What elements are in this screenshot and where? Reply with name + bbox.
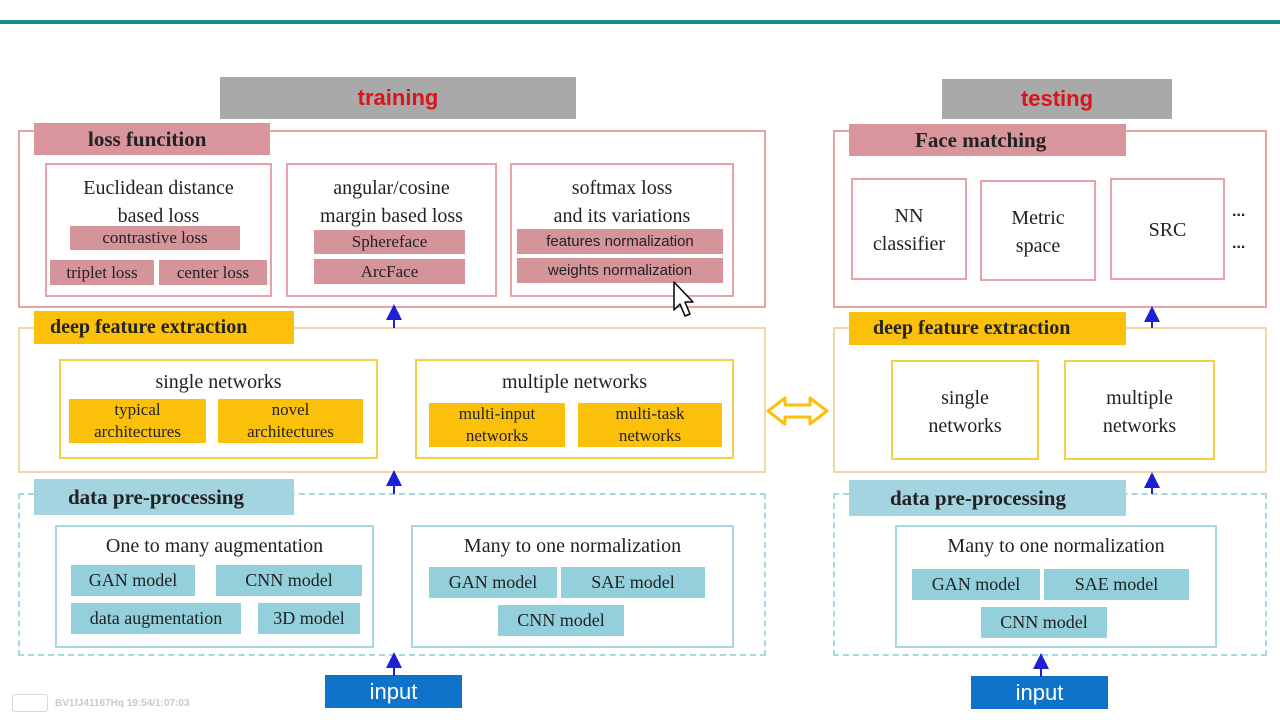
src-box: SRC [1110, 178, 1225, 280]
nn-classifier-line2: classifier [872, 233, 946, 255]
center-loss-chip: center loss [159, 260, 267, 285]
gan-model-chip: GAN model [71, 565, 195, 596]
softmax-loss-label-line2: and its variations [553, 205, 691, 227]
augmentation-label: One to many augmentation [105, 535, 324, 557]
norm-cnn-model-chip: CNN model [498, 605, 624, 636]
testing-header: testing [942, 79, 1172, 119]
angular-loss-label-line2: margin based loss [320, 205, 463, 227]
testing-normalization-label: Many to one normalization [947, 535, 1165, 557]
testing-multiple-line2: networks [1102, 415, 1177, 437]
novel-architectures-line1: novel [271, 400, 310, 419]
face-matching-title: Face matching [849, 124, 1126, 156]
more-methods-ellipsis-1: ... [1232, 203, 1246, 220]
metric-space-line1: Metric [1011, 207, 1065, 229]
features-normalization-chip: features normalization [517, 229, 723, 254]
nn-classifier-box: NN classifier [851, 178, 967, 280]
novel-architectures-chip: novel architectures [218, 399, 363, 443]
typical-architectures-chip: typical architectures [69, 399, 206, 443]
angular-loss-label-line1: angular/cosine [333, 177, 450, 199]
multi-task-line1: multi-task [615, 404, 685, 423]
nn-classifier-line1: NN [894, 205, 924, 227]
testing-single-line2: networks [928, 415, 1002, 437]
testing-preprocessing-title: data pre-processing [849, 480, 1126, 516]
multi-input-line2: networks [465, 426, 529, 445]
multi-task-line2: networks [618, 426, 682, 445]
training-input-box: input [325, 675, 462, 708]
cnn-model-chip: CNN model [216, 565, 362, 596]
multi-input-networks-chip: multi-input networks [429, 403, 565, 447]
double-arrow-shared-features [766, 396, 829, 426]
training-header: training [220, 77, 576, 119]
metric-space-box: Metric space [980, 180, 1096, 281]
single-networks-label: single networks [155, 371, 282, 393]
feature-extraction-title: deep feature extraction [34, 311, 294, 344]
softmax-loss-label-line1: softmax loss [571, 177, 673, 199]
testing-multiple-line1: multiple [1106, 387, 1173, 409]
testing-single-networks-box: single networks [891, 360, 1039, 460]
testing-feature-title: deep feature extraction [849, 312, 1126, 345]
metric-space-line2: space [1015, 235, 1061, 257]
top-accent-line [0, 20, 1280, 24]
multiple-networks-label: multiple networks [502, 371, 647, 393]
src-label: SRC [1148, 219, 1187, 241]
video-watermark: BV1fJ41167Hq 19:54/1:07:03 [55, 698, 190, 709]
contrastive-loss-chip: contrastive loss [70, 226, 240, 250]
testing-single-line1: single [941, 387, 989, 409]
testing-sae-model-chip: SAE model [1044, 569, 1189, 600]
more-methods-ellipsis-2: ... [1232, 235, 1246, 252]
video-logo-icon [12, 694, 48, 712]
norm-gan-model-chip: GAN model [429, 567, 557, 598]
euclidean-loss-label-line2: based loss [117, 205, 200, 227]
normalization-label: Many to one normalization [463, 535, 682, 557]
arcface-chip: ArcFace [314, 259, 465, 284]
data-augmentation-chip: data augmentation [71, 603, 241, 634]
weights-normalization-chip: weights normalization [517, 258, 723, 283]
3d-model-chip: 3D model [258, 603, 360, 634]
typical-architectures-line1: typical [114, 400, 161, 419]
loss-function-title: loss funcition [34, 123, 270, 155]
euclidean-loss-label-line1: Euclidean distance [83, 177, 234, 199]
multi-task-networks-chip: multi-task networks [578, 403, 722, 447]
testing-input-box: input [971, 676, 1108, 709]
typical-architectures-line2: architectures [94, 422, 181, 441]
testing-multiple-networks-box: multiple networks [1064, 360, 1215, 460]
triplet-loss-chip: triplet loss [50, 260, 154, 285]
multi-input-line1: multi-input [458, 404, 536, 423]
norm-sae-model-chip: SAE model [561, 567, 705, 598]
preprocessing-title: data pre-processing [34, 479, 294, 515]
novel-architectures-line2: architectures [247, 422, 334, 441]
testing-gan-model-chip: GAN model [912, 569, 1040, 600]
sphereface-chip: Sphereface [314, 230, 465, 254]
testing-cnn-model-chip: CNN model [981, 607, 1107, 638]
